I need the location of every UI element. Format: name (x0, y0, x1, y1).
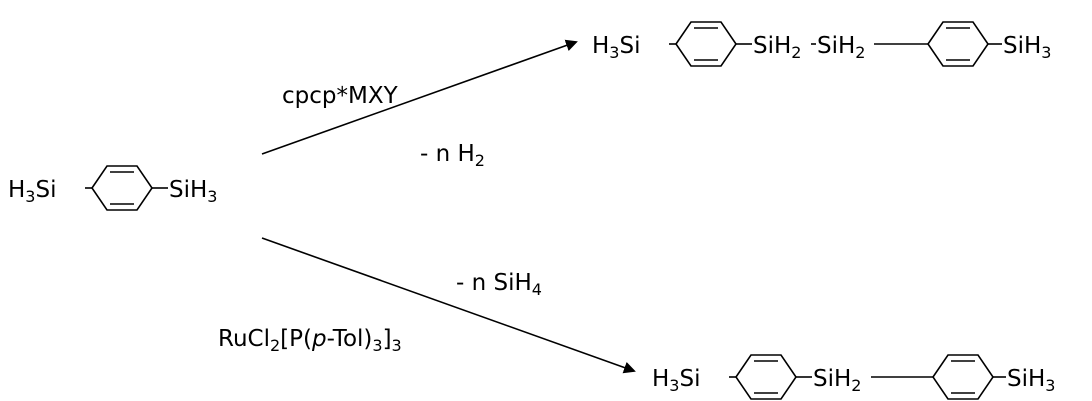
upper-product-left-silyl: H3Si (592, 33, 640, 62)
benzene-ring (675, 21, 737, 67)
reactant-right-silyl: SiH3 (169, 177, 217, 206)
upper-catalyst-label: cpcp*MXY (282, 83, 399, 109)
lower-product-right-silyl: SiH3 (1007, 366, 1055, 395)
lower-byproduct-label: - n SiH4 (456, 270, 542, 299)
lower-product-left-silyl: H3Si (652, 366, 700, 395)
upper-product-silylene-1: SiH2 (753, 33, 801, 62)
lower-product-silylene: SiH2 (813, 366, 861, 395)
upper-product-silylene-2: SiH2 (817, 33, 865, 62)
upper-product-right-silyl: SiH3 (1003, 33, 1051, 62)
benzene-ring (91, 165, 153, 211)
benzene-ring (927, 21, 989, 67)
benzene-ring (932, 354, 994, 400)
reactant-molecule: H3Si SiH3 (8, 165, 217, 211)
lower-catalyst-label: RuCl2[P(p-Tol)3]3 (218, 326, 402, 355)
reactant-left-silyl: H3Si (8, 177, 56, 206)
lower-product-molecule: H3Si SiH2 SiH3 (652, 354, 1055, 400)
benzene-ring (735, 354, 797, 400)
upper-reaction-arrow (261, 39, 578, 155)
upper-byproduct-label: - n H2 (420, 141, 485, 170)
upper-product-molecule: H3Si SiH2 SiH2 SiH3 (592, 21, 1051, 67)
lower-reaction-arrow (261, 237, 636, 374)
